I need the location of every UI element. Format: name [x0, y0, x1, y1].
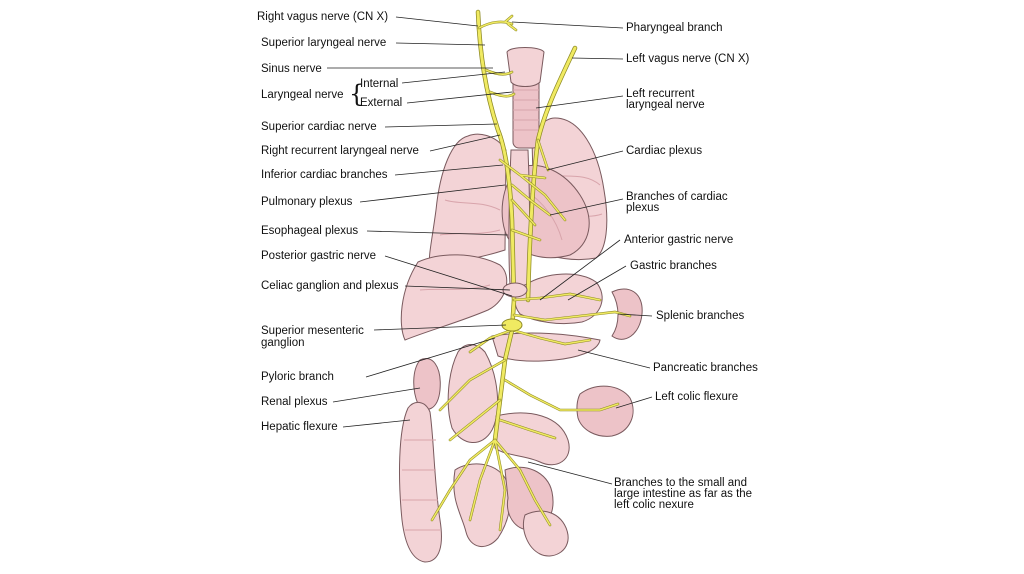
label-laryngeal-nerve: Laryngeal nerve [261, 89, 344, 101]
label-branches-cardiac-line1: Branches of cardiac [626, 191, 728, 203]
label-gastric-branches: Gastric branches [630, 260, 717, 272]
label-renal-plexus: Renal plexus [261, 396, 328, 408]
ascending-colon [399, 402, 442, 563]
label-anterior-gastric-nerve: Anterior gastric nerve [624, 234, 734, 246]
label-left-vagus-nerve: Left vagus nerve (CN X) [626, 53, 750, 65]
abdominal-nerve-branches [430, 292, 632, 532]
right-kidney [413, 358, 441, 410]
label-intestine-line2: large intestine as far as the [614, 488, 753, 500]
label-posterior-gastric-nerve: Posterior gastric nerve [261, 250, 377, 262]
label-pharyngeal-branch: Pharyngeal branch [626, 22, 723, 34]
label-celiac-ganglion-plexus: Celiac ganglion and plexus [261, 280, 399, 292]
label-left-recurrent-line1: Left recurrent [626, 88, 695, 100]
label-sinus-nerve: Sinus nerve [261, 63, 322, 75]
larynx [506, 47, 545, 87]
label-esophageal-plexus: Esophageal plexus [261, 225, 359, 237]
leader-lines-left [327, 16, 513, 428]
label-inferior-cardiac-branches: Inferior cardiac branches [261, 169, 388, 181]
label-pancreatic-branches: Pancreatic branches [653, 362, 758, 374]
label-internal: Internal [360, 78, 399, 90]
pharyngeal-branch-nerve [477, 14, 518, 32]
celiac-ganglion [501, 282, 528, 332]
label-left-colic-flexure: Left colic flexure [655, 391, 739, 403]
transverse-colon [494, 412, 570, 466]
label-cardiac-plexus: Cardiac plexus [626, 145, 703, 157]
label-hepatic-flexure: Hepatic flexure [261, 421, 338, 433]
label-pyloric-branch: Pyloric branch [261, 371, 334, 383]
label-external: External [360, 97, 403, 109]
laryngeal-branches [484, 68, 516, 98]
label-superior-cardiac-nerve: Superior cardiac nerve [261, 121, 377, 133]
leader-lines-right [511, 21, 653, 485]
label-pulmonary-plexus: Pulmonary plexus [261, 196, 353, 208]
pancreas [491, 332, 601, 362]
right-vagus-trunk [475, 9, 517, 443]
label-branches-cardiac-line2: plexus [626, 202, 660, 214]
label-intestine-line1: Branches to the small and [614, 477, 747, 489]
stomach [514, 273, 603, 325]
label-superior-laryngeal-nerve: Superior laryngeal nerve [261, 37, 387, 49]
sigmoid-colon [523, 510, 569, 557]
label-superior-mesenteric-line1: Superior mesenteric [261, 325, 364, 337]
right-lung [429, 133, 507, 263]
label-right-vagus-nerve: Right vagus nerve (CN X) [257, 11, 389, 23]
label-superior-mesenteric-line2: ganglion [261, 337, 305, 349]
left-vagus-trunk [525, 45, 578, 303]
cardiac-plexus-nerves [498, 138, 567, 242]
brace: { [349, 80, 365, 108]
label-left-recurrent-line2: laryngeal nerve [626, 99, 705, 111]
label-intestine-line3: left colic nexure [614, 499, 694, 511]
label-right-recurrent-laryngeal-nerve: Right recurrent laryngeal nerve [261, 145, 419, 157]
label-splenic-branches: Splenic branches [656, 310, 745, 322]
